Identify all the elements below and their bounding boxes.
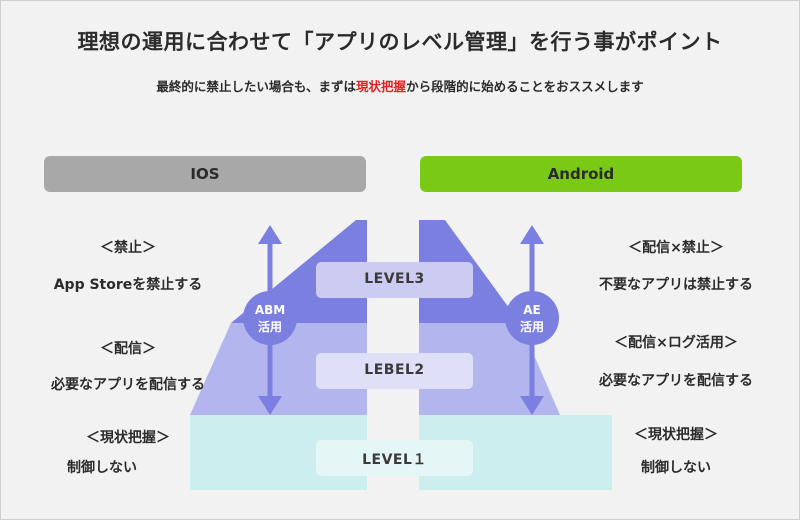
abm-label: ABM	[255, 303, 285, 317]
ios-level1-heading: ＜現状把握＞	[86, 430, 170, 446]
level3-label: LEVEL3	[364, 271, 425, 287]
level3-box	[316, 262, 473, 298]
level2-box	[316, 353, 473, 389]
android-level1-heading: ＜現状把握＞	[634, 427, 718, 443]
ios-level3-desc: App Storeを禁止する	[53, 277, 203, 293]
ios-level1-desc: 制御しない	[67, 460, 137, 476]
level1-box	[316, 440, 473, 476]
ae-circle	[505, 291, 559, 345]
android-level3-heading: ＜配信×禁止＞	[628, 240, 724, 256]
page-subtitle: 最終的に禁止したい場合も、まずは現状把握から段階的に始めることをおススメします	[0, 76, 800, 95]
android-header-bar: Android	[420, 156, 742, 192]
ios-level3-heading: ＜禁止＞	[100, 240, 156, 256]
subtitle-text-after: から段階的に始めることをおススメします	[406, 79, 644, 94]
ios-double-arrow	[243, 225, 297, 415]
ios-header-bar: IOS	[44, 156, 366, 192]
abm-circle	[243, 291, 297, 345]
android-level3-desc: 不要なアプリは禁止する	[599, 277, 753, 293]
abm-sublabel: 活用	[258, 319, 282, 334]
ios-level2-heading: ＜配信＞	[100, 341, 156, 357]
android-double-arrow	[505, 225, 559, 415]
subtitle-highlight: 現状把握	[356, 79, 407, 94]
android-level2-heading: ＜配信×ログ活用＞	[614, 335, 738, 351]
level1-label: LEVEL１	[362, 452, 427, 468]
android-level1-desc: 制御しない	[641, 460, 711, 476]
subtitle-text-before: 最終的に禁止したい場合も、まずは	[156, 79, 357, 94]
ios-level2-desc: 必要なアプリを配信する	[51, 377, 205, 393]
android-level2-desc: 必要なアプリを配信する	[599, 373, 753, 389]
ae-sublabel: 活用	[520, 319, 544, 334]
page-title: 理想の運用に合わせて「アプリのレベル管理」を行う事がポイント	[77, 30, 723, 54]
level2-label: LEBEL2	[364, 362, 425, 378]
ae-label: AE	[523, 303, 540, 317]
